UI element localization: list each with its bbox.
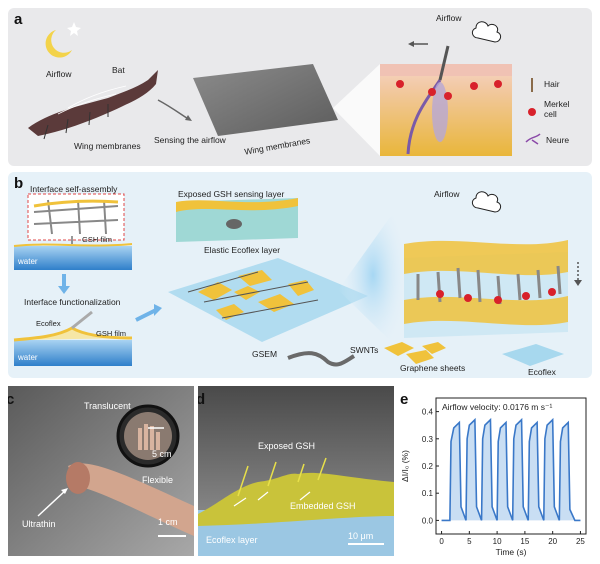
- label-gsh-film-2: GSH film: [96, 329, 126, 338]
- label-self-assembly: Interface self-assembly: [30, 184, 118, 194]
- y-tick-label: 0.3: [422, 435, 434, 444]
- label-scale-c: 1 cm: [158, 517, 178, 527]
- label-interface-functionalization: Interface functionalization: [24, 297, 121, 307]
- label-exposed-gsh-layer: Exposed GSH sensing layer: [178, 189, 285, 199]
- panel-b-label: b: [14, 175, 24, 192]
- panel-d-sem: [198, 386, 394, 556]
- panel-b: b Interface self-assembly GSH film water…: [8, 172, 592, 378]
- panel-b-illustration: [13, 191, 582, 367]
- x-tick-label: 25: [576, 537, 585, 546]
- label-gsem: GSEM: [252, 349, 278, 359]
- legend-merkel-cell: Merkel cell: [544, 99, 570, 119]
- label-airflow-top: Airflow: [436, 13, 462, 23]
- label-airflow-b: Airflow: [434, 189, 460, 199]
- y-tick-label: 0.0: [422, 516, 434, 525]
- label-ecoflex-left: Ecoflex: [36, 319, 61, 328]
- x-tick-label: 10: [493, 537, 502, 546]
- bat-shape: [28, 70, 158, 136]
- label-scale-d: 10 μm: [348, 531, 374, 541]
- label-gsh-film-1: GSH film: [82, 235, 112, 244]
- x-axis-label: Time (s): [496, 547, 527, 557]
- label-ultrathin: Ultrathin: [22, 519, 56, 529]
- label-water-2: water: [18, 353, 38, 362]
- y-tick-label: 0.2: [422, 462, 434, 471]
- y-tick-label: 0.4: [422, 408, 434, 417]
- label-ecoflex-layer: Ecoflex layer: [206, 535, 258, 545]
- panel-d: d Exposed GSH Embedded GSH Ecoflex layer…: [198, 386, 394, 556]
- x-tick-label: 5: [467, 537, 472, 546]
- label-exposed-gsh: Exposed GSH: [258, 441, 316, 451]
- merkel-icon: [528, 108, 536, 116]
- label-swnts: SWNTs: [350, 345, 379, 355]
- chart-title: Airflow velocity: 0.0176 m s⁻¹: [442, 402, 552, 412]
- label-elastic-ecoflex-layer: Elastic Ecoflex layer: [204, 245, 281, 255]
- label-water-1: water: [18, 257, 38, 266]
- legend-hair: Hair: [544, 79, 560, 89]
- y-axis-label: ΔI/I₀ (%): [400, 450, 410, 482]
- label-ecoflex-right: Ecoflex: [528, 367, 556, 377]
- panel-d-label: d: [198, 391, 206, 408]
- swnt-icon: [287, 351, 356, 367]
- label-flexible: Flexible: [142, 475, 174, 485]
- panel-c: c Translucent 5 cm Ultrathin Flexible 1 …: [8, 386, 194, 556]
- label-sensing-airflow: Sensing the airflow: [154, 135, 226, 145]
- label-scale-inset: 5 cm: [152, 449, 172, 459]
- panel-a-label: a: [14, 11, 23, 28]
- graphene-icon: [384, 342, 446, 364]
- cloud-icon: [471, 21, 502, 43]
- panel-c-photo: [8, 386, 194, 556]
- panel-e: e 0 5 10 15 20 25 0.0 0.1 0.2 0.3 0.4 Airflow veloc…: [398, 386, 594, 560]
- x-tick-label: 15: [520, 537, 529, 546]
- panel-a-illustration: [28, 21, 541, 156]
- panel-e-label: e: [400, 391, 409, 408]
- ecoflex-icon: [502, 344, 564, 366]
- label-translucent: Translucent: [84, 401, 131, 411]
- cloud-icon-b: [471, 191, 502, 213]
- panel-a: a Airflow Bat Wing membranes Sensing the…: [8, 8, 592, 166]
- x-tick-label: 20: [548, 537, 557, 546]
- label-embedded-gsh: Embedded GSH: [290, 501, 356, 511]
- label-graphene-sheets: Graphene sheets: [400, 363, 466, 373]
- label-bat: Bat: [112, 65, 125, 75]
- label-airflow-left: Airflow: [46, 69, 72, 79]
- airflow-response-chart: 0 5 10 15 20 25 0.0 0.1 0.2 0.3 0.4 Airflow velocit…: [400, 397, 587, 557]
- panel-c-label: c: [8, 391, 15, 408]
- signal-line: [441, 417, 581, 522]
- wing-membrane-patch: [193, 64, 338, 136]
- merkel-cell-dot: [396, 80, 404, 88]
- legend-neure: Neure: [546, 135, 570, 145]
- neure-icon: [525, 133, 541, 145]
- x-tick-label: 0: [439, 537, 444, 546]
- label-wing-membranes-left: Wing membranes: [74, 141, 141, 151]
- star-icon: [67, 22, 81, 36]
- y-tick-label: 0.1: [422, 489, 434, 498]
- moon-icon: [45, 30, 72, 58]
